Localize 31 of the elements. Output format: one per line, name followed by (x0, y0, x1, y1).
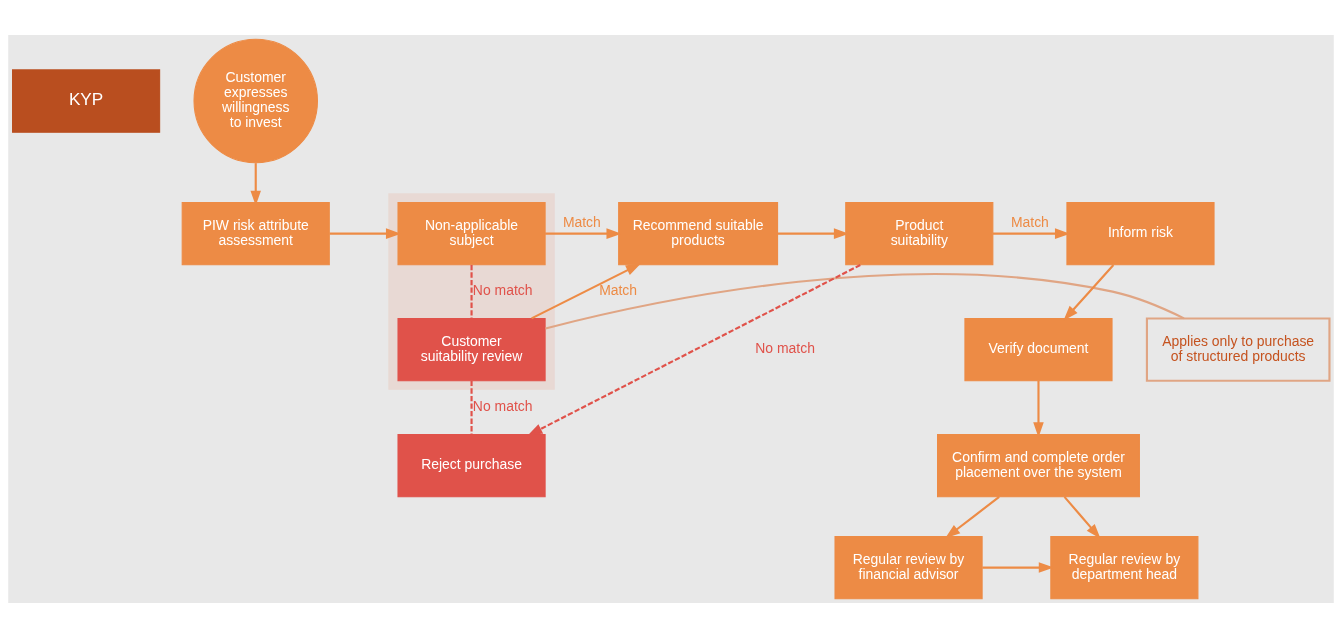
node-box: Product suitability (845, 201, 994, 266)
node-box: PIW risk attribute assessment (181, 201, 330, 266)
arrow (531, 263, 641, 320)
arrow (1063, 496, 1101, 539)
node-box: Recommend suitable products (618, 201, 779, 266)
node-box: KYP (12, 69, 161, 133)
arrow (982, 562, 1054, 573)
edge-label: No match (472, 282, 533, 299)
node-box: Non-applicable subject (397, 201, 546, 266)
node-box: Inform risk (1066, 201, 1215, 266)
arrow (1063, 264, 1115, 321)
edge-label: Match (562, 213, 601, 230)
arrow (945, 496, 1000, 539)
arrow (329, 228, 401, 239)
connector (545, 273, 1185, 330)
node-circle: Customer expresses willingness to invest (193, 38, 318, 164)
cluster (388, 193, 555, 390)
node-box: Regular review by financial advisor (834, 535, 983, 600)
edge-label: No match (472, 398, 533, 415)
arrow (777, 228, 849, 239)
node-box: Reject purchase (397, 433, 546, 498)
arrow (527, 264, 861, 436)
edge-label: Match (1010, 213, 1049, 230)
node-box: Verify document (964, 317, 1113, 382)
arrow (545, 228, 622, 239)
node-box: Customer suitability review (397, 317, 546, 382)
node-box: Applies only to purchase of structured products (1145, 317, 1331, 382)
edge-label: No match (755, 340, 815, 357)
node-box: Regular review by department head (1050, 535, 1199, 600)
edge-label: Match (599, 282, 638, 299)
node-box: Confirm and complete order placement over the system (937, 433, 1140, 498)
